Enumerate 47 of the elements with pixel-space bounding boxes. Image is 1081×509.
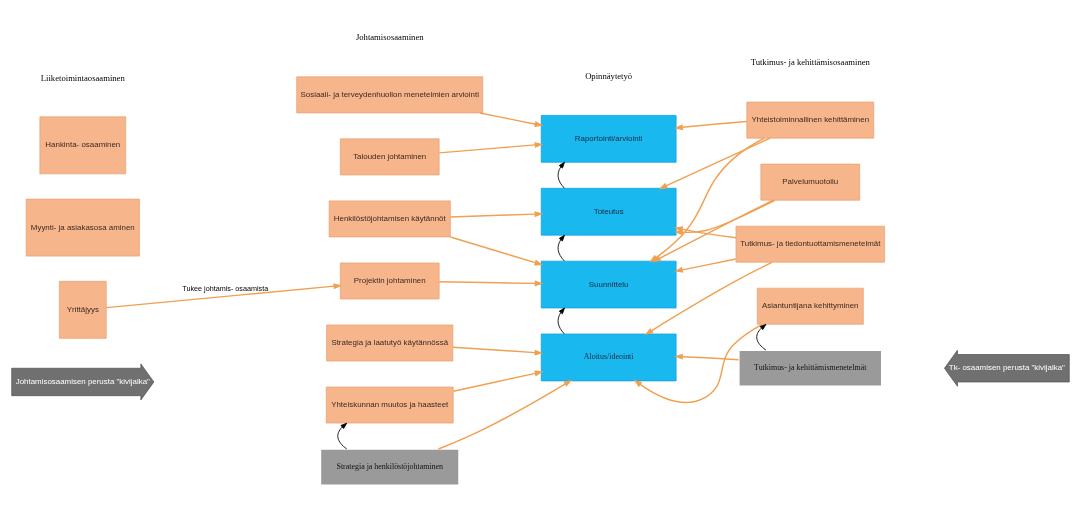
arrow xyxy=(557,234,565,261)
arrow xyxy=(674,199,776,235)
label: Johtamisosaaminen xyxy=(355,31,424,42)
node-box: Yhteiskunnan muutos ja haasteet xyxy=(325,386,454,423)
node-box: Tutkimus- ja kehittämismenetelmät xyxy=(738,349,883,387)
node-box: Talouden johtaminen xyxy=(339,138,440,175)
node-box: Tutkimus- ja tiedontuottamismenetelmät xyxy=(735,225,885,263)
edge-label: Tukee johtamis- osaamista xyxy=(182,283,269,293)
arrow xyxy=(437,379,573,450)
node-box: Sosiaali- ja terveydenhuollon menetelmien arviointi xyxy=(296,75,484,113)
node-box: Toteutus xyxy=(540,187,677,235)
node-box: Asiantuntijana kehittyminen xyxy=(756,287,864,325)
node-box: Raportointi/arviointi xyxy=(540,114,677,163)
node-box: Hankinta- osaaminen xyxy=(39,116,127,174)
arrow xyxy=(452,345,544,356)
arrow xyxy=(674,353,740,360)
node-box: Projektin johtaminen xyxy=(339,262,440,299)
node-box: Yrittäjyys xyxy=(59,280,107,339)
arrow xyxy=(652,199,774,262)
arrow xyxy=(756,323,767,350)
arrow xyxy=(557,161,565,189)
arrow xyxy=(674,257,737,273)
node-box: Yhteistoiminnallinen kehittäminen xyxy=(746,101,875,138)
label: Opinnäytetyö xyxy=(585,70,633,81)
node-box: Henkilöstöjohtamisen käytännöt xyxy=(328,200,451,237)
arrow xyxy=(674,120,748,130)
arrow xyxy=(438,279,544,286)
arrow xyxy=(479,111,544,127)
arrow xyxy=(105,282,343,308)
arrow xyxy=(633,323,763,403)
node-box: Strategia ja laatutyö käytännössä xyxy=(326,324,454,361)
label: Liiketoimintaosaaminen xyxy=(40,72,125,82)
arrow xyxy=(452,369,544,392)
label: Tutkimus- ja kehittämisosaaminen xyxy=(750,56,870,67)
arrow xyxy=(449,210,544,218)
arrow xyxy=(449,235,544,265)
arrow xyxy=(557,307,565,334)
node-box: Palvelumuotoilu xyxy=(760,163,861,201)
arrow xyxy=(438,141,544,154)
arrow xyxy=(337,422,348,449)
arrow xyxy=(658,136,771,189)
node-box: Myynti- ja asiakasosa aminen xyxy=(25,198,140,256)
node-box: Aloitus/ideointi xyxy=(540,333,677,381)
arrow xyxy=(644,261,773,335)
node-box: Suunnittelu xyxy=(540,260,677,308)
node-box: Strategia ja henkilöstöjohtaminen xyxy=(319,447,460,486)
arrow xyxy=(674,225,737,238)
